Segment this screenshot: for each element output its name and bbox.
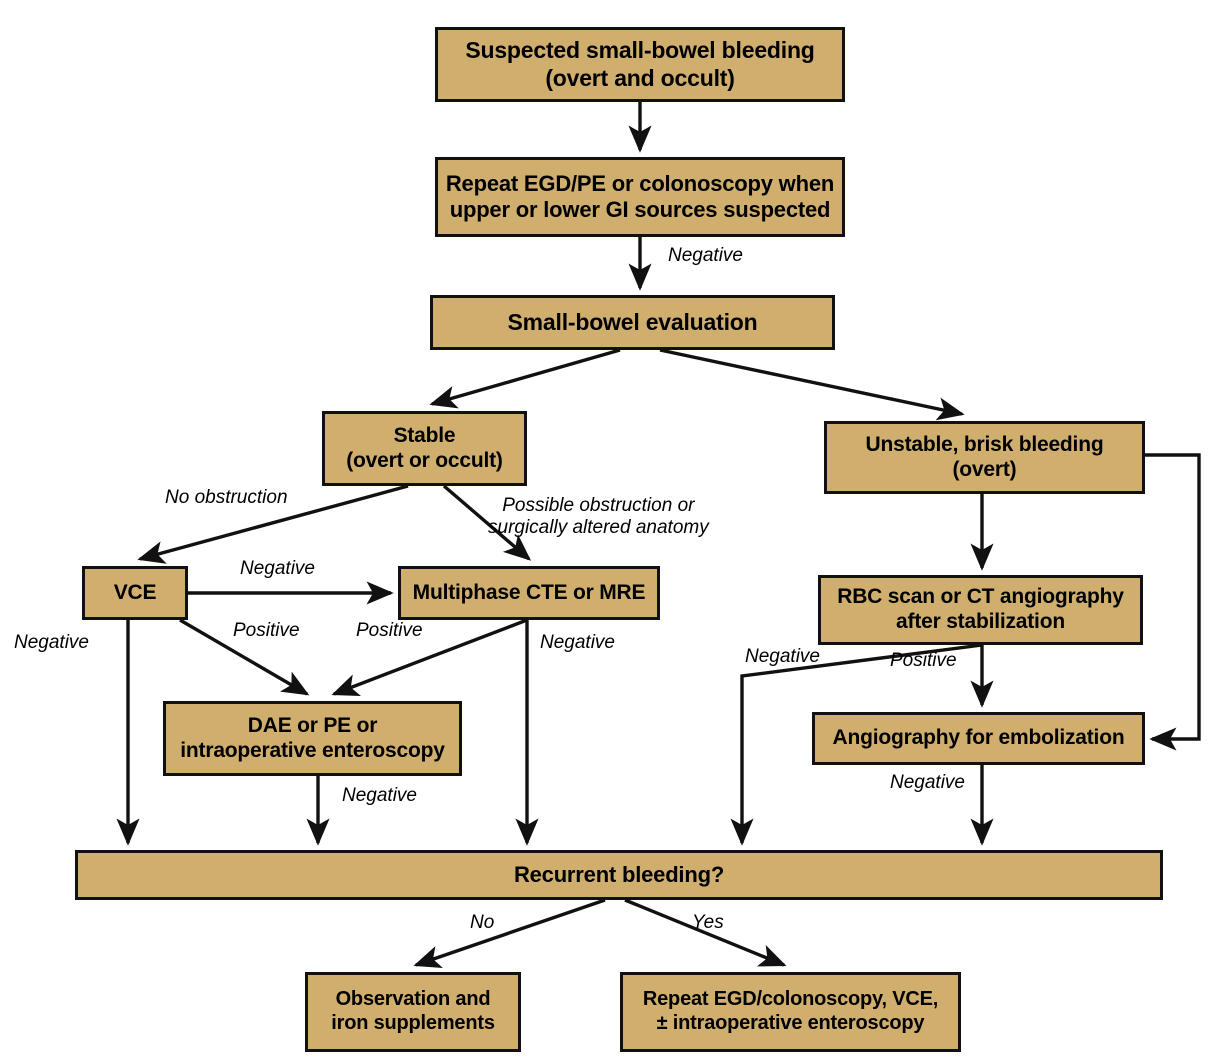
- edge-label-no: No: [470, 912, 495, 933]
- edge-label-possible-obstruction: Possible obstruction or surgically alter…: [488, 495, 709, 538]
- edge-label-yes: Yes: [692, 912, 724, 933]
- edge-recurrent-to-observation: [413, 898, 606, 968]
- node-repeat-egd-colonoscopy-vce[interactable]: Repeat EGD/colonoscopy, VCE, ± intraoper…: [620, 972, 961, 1052]
- node-label: Recurrent bleeding?: [513, 862, 725, 888]
- edge-label-no-obstruction: No obstruction: [165, 487, 288, 508]
- node-label: Unstable, brisk bleeding (overt): [865, 432, 1104, 481]
- edge-label-negative-rbc: Negative: [745, 646, 820, 667]
- node-rbc-scan-or-ct-angiography[interactable]: RBC scan or CT angiography after stabili…: [818, 575, 1143, 645]
- node-stable[interactable]: Stable (overt or occult): [322, 411, 527, 486]
- edge-label-negative-repeat-egd: Negative: [668, 245, 743, 266]
- node-label: Small-bowel evaluation: [507, 308, 758, 335]
- edge-label-positive-rbc: Positive: [890, 650, 957, 671]
- edge-label-positive-cte: Positive: [356, 620, 423, 641]
- node-observation-and-iron-supplements[interactable]: Observation and iron supplements: [305, 972, 521, 1052]
- node-label: Stable (overt or occult): [346, 423, 503, 472]
- node-label: Repeat EGD/PE or colonoscopy when upper …: [445, 171, 835, 222]
- node-label: Observation and iron supplements: [331, 988, 495, 1034]
- node-small-bowel-evaluation[interactable]: Small-bowel evaluation: [430, 295, 835, 350]
- node-multiphase-cte-or-mre[interactable]: Multiphase CTE or MRE: [398, 566, 660, 620]
- node-label: Multiphase CTE or MRE: [412, 580, 646, 604]
- node-label: RBC scan or CT angiography after stabili…: [837, 585, 1124, 633]
- node-unstable-brisk-bleeding[interactable]: Unstable, brisk bleeding (overt): [824, 421, 1145, 494]
- node-vce[interactable]: VCE: [82, 566, 188, 620]
- node-suspected-small-bowel-bleeding[interactable]: Suspected small-bowel bleeding (overt an…: [435, 27, 845, 102]
- node-label: Angiography for embolization: [832, 726, 1125, 750]
- node-repeat-egd-pe-colonoscopy[interactable]: Repeat EGD/PE or colonoscopy when upper …: [435, 157, 845, 237]
- edge-unstable-to-angio-loop: [1145, 453, 1201, 751]
- node-label: Repeat EGD/colonoscopy, VCE, ± intraoper…: [642, 988, 939, 1034]
- node-dae-or-pe-or-intraoperative-enteroscopy[interactable]: DAE or PE or intraoperative enteroscopy: [163, 701, 462, 776]
- edge-label-negative-cte-down: Negative: [540, 632, 615, 653]
- edge-label-negative-dae: Negative: [342, 785, 417, 806]
- node-label: Suspected small-bowel bleeding (overt an…: [465, 37, 815, 91]
- edge-label-negative-vce-to-cte: Negative: [240, 558, 315, 579]
- node-label: VCE: [113, 580, 157, 604]
- edge-sb-eval-to-stable: [429, 348, 621, 409]
- node-label: DAE or PE or intraoperative enteroscopy: [180, 713, 445, 762]
- edge-label-positive-vce: Positive: [233, 620, 300, 641]
- edge-sb-eval-to-unstable: [659, 348, 965, 421]
- node-recurrent-bleeding[interactable]: Recurrent bleeding?: [75, 850, 1163, 900]
- node-angiography-for-embolization[interactable]: Angiography for embolization: [812, 712, 1145, 765]
- edge-label-negative-vce-down: Negative: [14, 632, 89, 653]
- edge-label-negative-angiography: Negative: [890, 772, 965, 793]
